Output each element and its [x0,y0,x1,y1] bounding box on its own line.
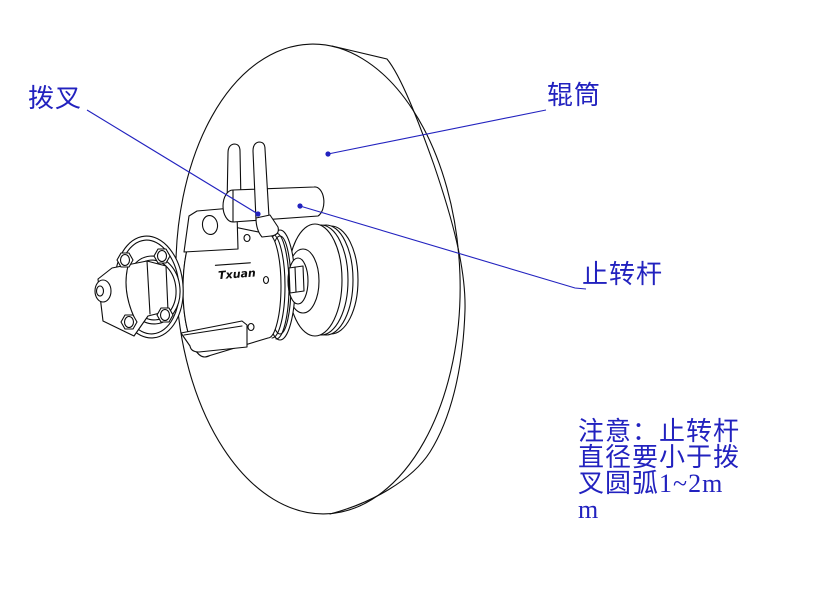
leader-line-stop-rod [299,205,587,290]
stop-rod [232,186,325,223]
label-stop-rod: 止转杆 [582,260,664,289]
pulley-disc-stack [286,223,359,337]
housing-screw [243,233,251,243]
note-text: 注意：止转杆 直径要小于拨 叉圆弧1~2m m [578,419,740,523]
fork-foot [255,214,279,238]
shaft-hub [287,257,309,305]
lug-hole [201,214,219,236]
brand-text: Txuan [218,266,257,282]
note-line: 直径要小于拨 [578,443,741,472]
label-drum: 辊筒 [547,81,602,110]
shaft-key [288,265,305,294]
housing-groove [275,232,290,340]
leader-lines [86,109,587,290]
leader-dot-drum [325,151,331,157]
housing-groove [271,233,286,339]
output-shaft-block [94,260,169,337]
housing-screw [247,322,255,332]
housing-screw [262,275,270,285]
top-mounting-lug [183,207,239,253]
drum-rim-edge [329,45,466,515]
leader-line-drum [327,109,547,155]
fork-prong-right [252,141,270,221]
leader-dot-fork [255,211,261,217]
note-line: m [578,495,600,524]
label-fork: 拨叉 [28,84,83,113]
bottom-foot-bracket [180,320,248,353]
leader-dot-stop-rod [297,203,303,209]
brand-logo: Txuan [214,262,257,282]
flange-bolts [116,248,174,330]
motor-housing [182,220,290,358]
note-line: 注意：止转杆 [578,417,741,446]
leader-line-fork [86,109,259,215]
note-line: 叉圆弧1~2m [578,469,724,498]
